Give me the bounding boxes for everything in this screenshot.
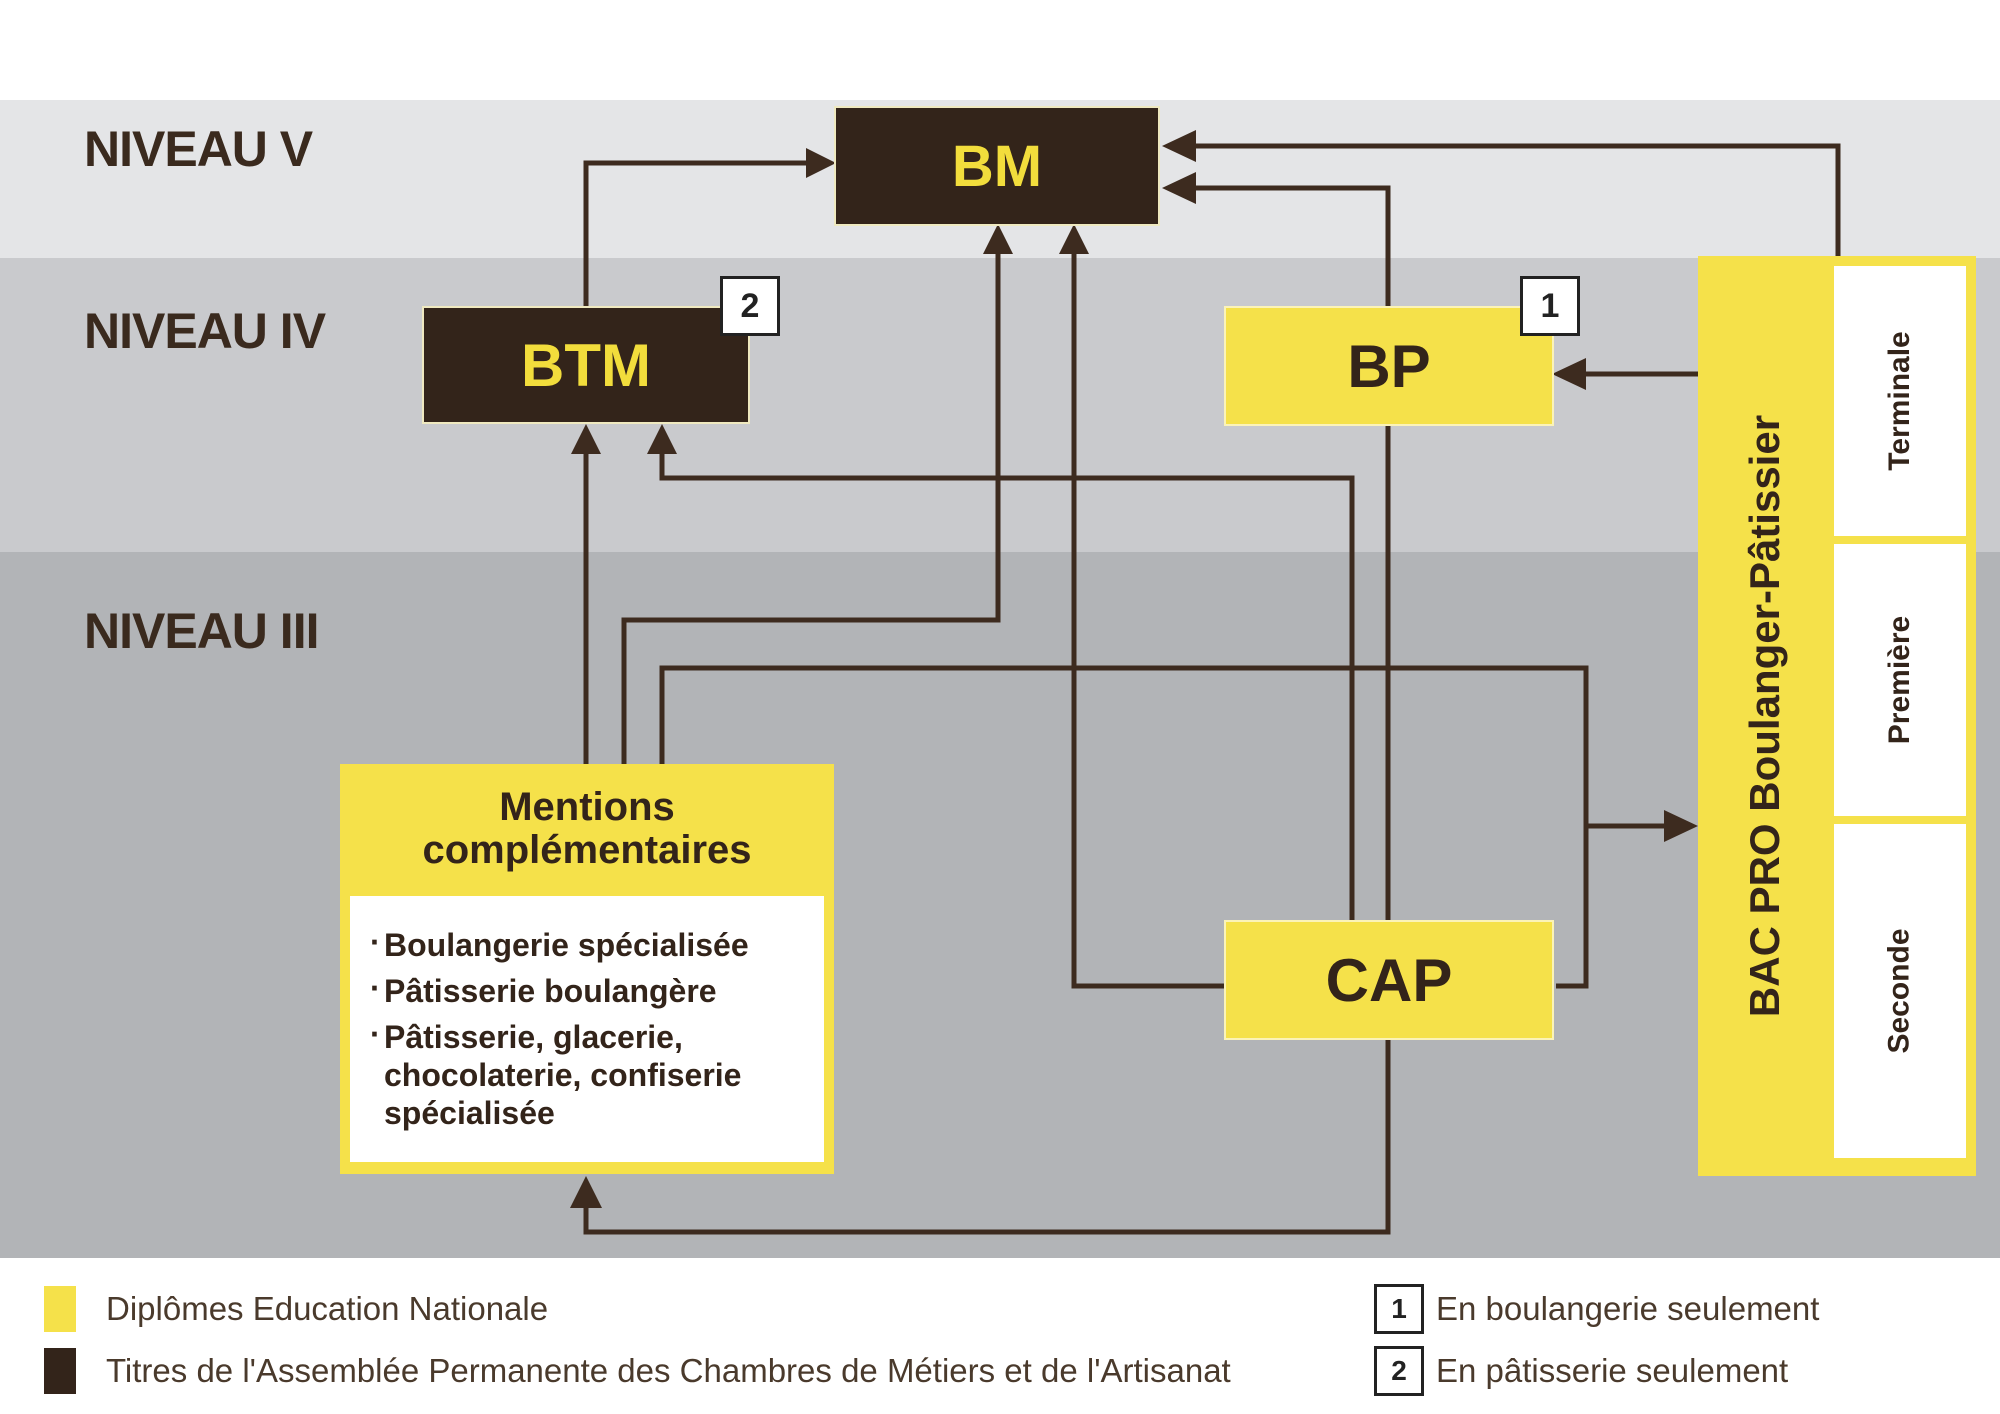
btm-box: BTM bbox=[422, 306, 750, 424]
bac-pro-year-seconde: Seconde bbox=[1834, 824, 1966, 1158]
legend-yellow-label: Diplômes Education Nationale bbox=[106, 1290, 549, 1327]
arrowhead-bm-right-1 bbox=[1162, 130, 1196, 162]
bac-pro-title-cell: BAC PRO Boulanger-Pâtissier bbox=[1698, 256, 1832, 1176]
arrow-mentions-to-bm bbox=[621, 252, 1001, 764]
year-seconde-label: Seconde bbox=[1882, 928, 1916, 1054]
mentions-title: Mentions complémentaires bbox=[340, 786, 834, 872]
mentions-list: · Boulangerie spécialisée · Pâtisserie b… bbox=[350, 896, 824, 1162]
mentions-item-3c: spécialisée bbox=[384, 1095, 555, 1131]
bullet-3: · bbox=[370, 1016, 381, 1052]
legend-dark-swatch bbox=[44, 1348, 76, 1394]
year-terminale-label: Terminale bbox=[1883, 331, 1916, 471]
bp-footnote-badge: 1 bbox=[1520, 276, 1580, 336]
arrowhead-bm-left bbox=[806, 148, 836, 178]
level-iii-label: NIVEAU III bbox=[84, 603, 319, 659]
cap-box: CAP bbox=[1224, 920, 1554, 1040]
mentions-item-1: Boulangerie spécialisée bbox=[384, 927, 749, 963]
bac-pro-year-premiere: Première bbox=[1834, 544, 1966, 816]
level-iv-label: NIVEAU IV bbox=[84, 303, 326, 359]
legend-dark-label: Titres de l'Assemblée Permanente des Cha… bbox=[106, 1352, 1231, 1389]
arrow-cap-to-btm bbox=[659, 452, 1355, 920]
btm-footnote-badge: 2 bbox=[720, 276, 780, 336]
arrowhead-btm-2 bbox=[647, 424, 677, 454]
btm-label: BTM bbox=[521, 331, 651, 399]
legend-note2-badge: 2 bbox=[1374, 1346, 1424, 1396]
legend-yellow-swatch bbox=[44, 1286, 76, 1332]
arrow-cap-to-mentions bbox=[583, 1040, 1391, 1235]
arrow-btm-to-bm bbox=[583, 160, 806, 306]
bac-pro-year-terminale: Terminale bbox=[1834, 266, 1966, 536]
bullet-2: · bbox=[370, 970, 381, 1006]
arrow-bacpro-to-bm bbox=[1196, 143, 1841, 256]
legend-note1-badge: 1 bbox=[1374, 1284, 1424, 1334]
arrowhead-mentions bbox=[570, 1176, 602, 1208]
arrow-mentions-to-bacpro bbox=[659, 665, 1666, 829]
bm-label: BM bbox=[951, 133, 1043, 199]
legend-note2-label: En pâtisserie seulement bbox=[1436, 1352, 1789, 1389]
arrowhead-btm-1 bbox=[571, 424, 601, 454]
mentions-title-line1: Mentions bbox=[499, 785, 675, 829]
bullet-1: · bbox=[370, 924, 381, 960]
bp-label: BP bbox=[1347, 332, 1431, 400]
mentions-title-line2: complémentaires bbox=[422, 828, 752, 872]
bac-pro-title: BAC PRO Boulanger-Pâtissier bbox=[1741, 414, 1789, 1018]
mentions-item-3a: Pâtisserie, glacerie, bbox=[384, 1019, 683, 1055]
arrowhead-bm-bottom-2 bbox=[1059, 224, 1089, 254]
arrow-cap-to-bacpro bbox=[1556, 826, 1589, 989]
mentions-item-3b: chocolaterie, confiserie bbox=[384, 1057, 742, 1093]
arrowhead-bm-bottom-1 bbox=[983, 224, 1013, 254]
arrowhead-bp bbox=[1552, 358, 1586, 390]
mentions-item-2: Pâtisserie boulangère bbox=[384, 973, 717, 1009]
arrowhead-bacpro bbox=[1664, 810, 1698, 842]
mentions-complementaires-box: Mentions complémentaires · Boulangerie s… bbox=[340, 764, 834, 1174]
bp-box: BP bbox=[1224, 306, 1554, 426]
bm-box: BM bbox=[834, 106, 1160, 226]
cap-label: CAP bbox=[1325, 946, 1453, 1014]
arrow-cap-to-bm-via-bp bbox=[1196, 185, 1391, 920]
arrow-cap-to-bm bbox=[1071, 252, 1224, 989]
year-premiere-label: Première bbox=[1883, 615, 1916, 745]
arrowhead-bm-right-2 bbox=[1162, 172, 1196, 204]
level-v-label: NIVEAU V bbox=[84, 121, 313, 177]
legend-note1-label: En boulangerie seulement bbox=[1436, 1290, 1820, 1327]
